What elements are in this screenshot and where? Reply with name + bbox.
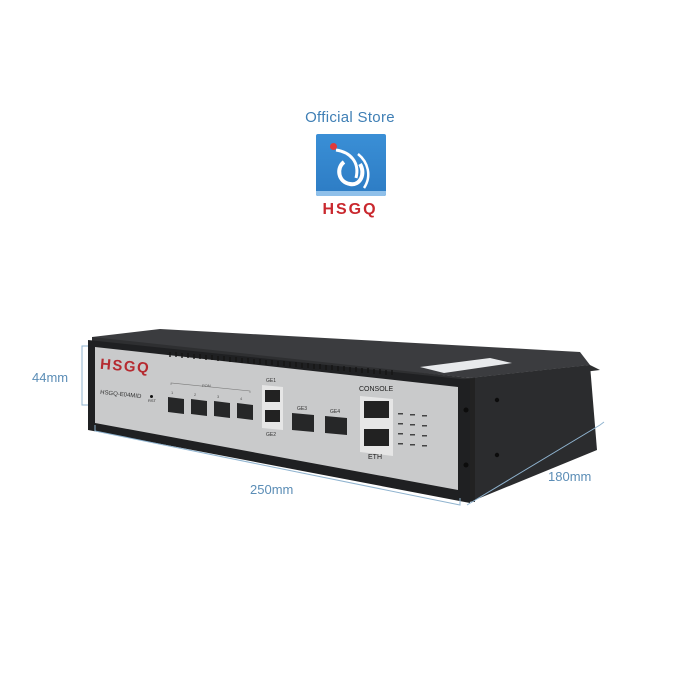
logo-red-dot bbox=[330, 143, 337, 150]
logo-base-bar bbox=[316, 191, 386, 196]
width-dimension: 250mm bbox=[250, 482, 294, 497]
depth-dimension: 180mm bbox=[548, 469, 592, 484]
reset-label: RST bbox=[148, 398, 156, 403]
pon-port-3-label: 3 bbox=[217, 394, 220, 399]
hsgq-logo-icon bbox=[316, 134, 386, 196]
eth-label: ETH bbox=[368, 454, 382, 461]
ge3-label: GE3 bbox=[297, 406, 308, 412]
pon-port-2-label: 2 bbox=[194, 392, 197, 397]
pon-port-4-label: 4 bbox=[240, 396, 243, 401]
official-store-label: Official Store bbox=[305, 109, 395, 126]
reset-button[interactable] bbox=[150, 395, 153, 398]
pon-group-label: PON bbox=[202, 383, 211, 388]
ge4-label: GE4 bbox=[330, 409, 341, 415]
height-dimension: 44mm bbox=[32, 370, 69, 385]
console-label: CONSOLE bbox=[359, 386, 394, 393]
ge2-label: GE2 bbox=[266, 432, 277, 438]
pon-port-1-label: 1 bbox=[171, 390, 174, 395]
brand-name: HSGQ bbox=[322, 201, 378, 218]
ge1-label: GE1 bbox=[266, 378, 277, 384]
